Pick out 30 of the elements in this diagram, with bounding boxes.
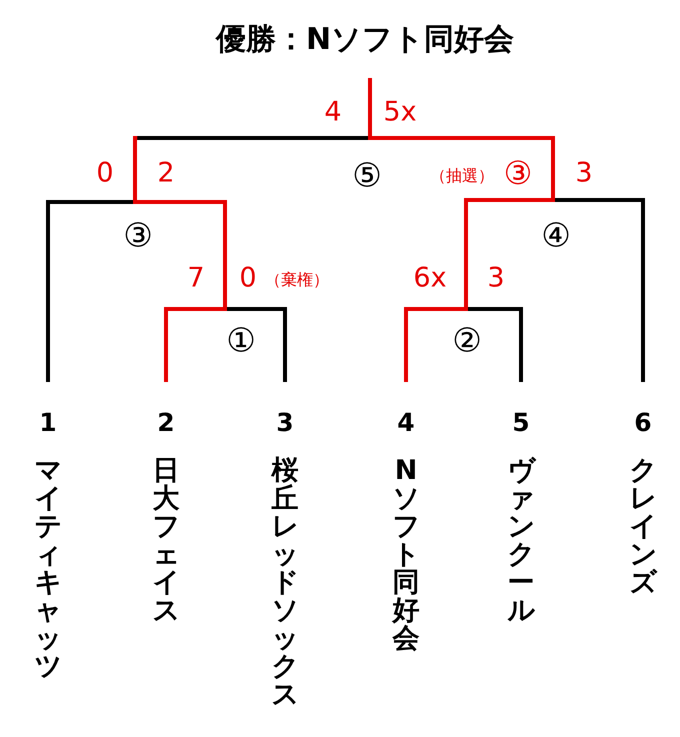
team-name: クレインズ [630,457,656,597]
title: 優勝：Nソフト同好会 [216,25,514,55]
seed-number: 6 [634,410,652,435]
score: 3 [487,264,505,292]
score: 6x [413,264,447,292]
score: 4 [324,98,342,126]
score: ③ [504,157,532,189]
seed-number: 3 [276,410,294,435]
score-note: （棄権） [265,272,329,288]
seed-number: 4 [397,410,415,435]
score-note: （抽選） [430,168,494,184]
match-number: ① [226,324,256,356]
score: 7 [187,264,205,292]
seed-number: 2 [157,410,175,435]
match-number: ③ [123,218,153,252]
score: 0 [96,160,114,186]
team-name: 日大フェイス [152,457,180,625]
seed-number: 1 [39,410,57,435]
match-number: ④ [541,218,571,252]
team-name: 桜丘レッドソックス [272,457,298,709]
team-name: マイティキャッツ [34,457,62,681]
score: 5x [383,98,417,126]
match-number: ② [452,324,482,356]
score: 0 [239,264,257,292]
match-number: ⑤ [352,158,382,192]
score: 3 [575,160,593,186]
seed-number: 5 [512,410,530,435]
score: 2 [157,160,175,186]
team-name: Nソフト同好会 [392,457,420,653]
team-name: ヴァンクール [508,457,534,625]
